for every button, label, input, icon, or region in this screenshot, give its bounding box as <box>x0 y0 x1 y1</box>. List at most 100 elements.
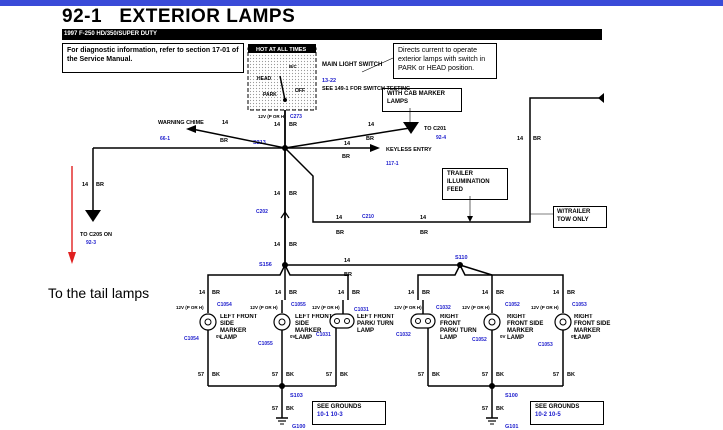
c205-arrow <box>85 210 101 222</box>
drop-gauge-6: 14 <box>553 290 560 296</box>
lamp-4-name: RIGHT FRONT PARK/ TURN LAMP <box>440 314 477 341</box>
feed-gauge-top: 14 <box>274 122 281 128</box>
switch-ref: 13-22 <box>322 78 336 84</box>
feed-gauge-low: 14 <box>274 242 281 248</box>
lamp-3-conn-top: C1031 <box>354 307 369 313</box>
see-grounds-left-refs: 10-1 10-3 <box>317 412 343 418</box>
lamp-1-name: LEFT FRONT SIDE MARKER LAMP <box>220 314 258 341</box>
keyless-color: BR <box>342 154 350 160</box>
trailer-color-1: BR <box>336 230 344 236</box>
lamp-drop-labels: 14 BR 14 BR 14 BR 14 BR 14 BR 14 BR <box>199 290 575 296</box>
feed-gauge-mid: 14 <box>274 191 281 197</box>
c210-label: C210 <box>362 214 374 220</box>
right-bus-center <box>459 264 493 276</box>
switch-pos-head: HEAD <box>257 76 272 82</box>
lamp-4-bulb <box>410 313 436 329</box>
lamp-6: 12V (P OR H) C1053 C1053 0V RIGHT FRONT … <box>531 300 611 386</box>
lamp-1-conn-top: C1054 <box>217 302 232 308</box>
directs-leader <box>361 57 394 73</box>
trailer-tow-note-text: W/TRAILER TOW ONLY <box>557 209 591 223</box>
warning-chime-arrow <box>186 125 196 133</box>
switch-pos-bc: B/C <box>289 64 298 69</box>
lamp-3-conn-bottom: C1031 <box>316 332 331 338</box>
model-label: 1997 F-250 HD/350/SUPER DUTY <box>64 31 158 37</box>
warning-chime-label: WARNING CHIME <box>158 120 204 126</box>
lamp-3-pin: 12V (P OR H) <box>312 305 340 310</box>
warning-chime-color: BR <box>220 138 228 144</box>
see-grounds-left-label: SEE GROUNDS <box>317 404 362 410</box>
c201-ref: 92-4 <box>436 135 446 141</box>
lamp-5-0v: 0V <box>500 334 506 339</box>
lamp-4: 12V (P OR H) C1032 C1032 RIGHT FRONT PAR… <box>394 300 477 386</box>
warning-chime-wire <box>191 128 286 149</box>
lamp-2-name: LEFT FRONT SIDE MARKER LAMP <box>295 314 333 341</box>
lamp-2-0v: 0V <box>290 334 296 339</box>
drop-gauge-1: 14 <box>199 290 206 296</box>
switch-connector-label: C273 <box>290 114 302 120</box>
gnd-color-2: BK <box>286 372 294 378</box>
lamp-3: 12V (P OR H) C1031 C1031 LEFT FRONT PARK… <box>312 300 395 386</box>
drop-gauge-2: 14 <box>275 290 282 296</box>
drop-gauge-4: 14 <box>408 290 415 296</box>
ground-icon <box>276 417 288 425</box>
lamp-5-conn-top: C1052 <box>505 302 520 308</box>
trailer-color-2: BR <box>420 230 428 236</box>
ground-wire-labels: 57 BK 57 BK 57 BK 57 BK 57 BK 57 BK <box>198 372 575 378</box>
gnd-gauge-1: 57 <box>198 372 204 378</box>
drop-color-6: BR <box>567 290 575 296</box>
lamp-6-0v: 0V <box>571 334 577 339</box>
feed-color-top: BR <box>289 122 297 128</box>
lamp-5-name: RIGHT FRONT SIDE MARKER LAMP <box>507 314 544 341</box>
warning-chime-ref: 66-1 <box>160 136 170 142</box>
switch-name: MAIN LIGHT SWITCH <box>322 62 382 68</box>
drop-color-1: BR <box>212 290 220 296</box>
diagnostic-note-text: For diagnostic information, refer to sec… <box>67 47 239 63</box>
right-ground-color: BK <box>496 406 504 412</box>
gnd-color-6: BK <box>567 372 575 378</box>
lamp-3-name: LEFT FRONT PARK/ TURN LAMP <box>357 314 395 334</box>
lamp-3-bulb <box>329 313 355 329</box>
c202-connector <box>280 210 290 219</box>
lamp-5-bulb <box>483 313 501 331</box>
lamp-6-name: RIGHT FRONT SIDE MARKER LAMP <box>574 314 611 341</box>
c202-label: C202 <box>256 209 268 215</box>
lamp-5-pin: 12V (P OR H) <box>462 305 490 310</box>
right-bus-gauge: 14 <box>344 258 351 264</box>
lamp-6-pin: 12V (P OR H) <box>531 305 559 310</box>
trailer-feed-wire <box>284 97 600 223</box>
switch-see: SEE 149-1 FOR SWITCH TESTING <box>322 86 410 92</box>
left-ground-gauge: 57 <box>272 406 278 412</box>
directs-note-text: Directs current to operate exterior lamp… <box>398 47 486 72</box>
warning-chime-gauge: 14 <box>222 120 229 126</box>
right-bus <box>417 263 564 300</box>
switch-pin-label: 12V (P OR H) <box>258 114 286 119</box>
keyless-gauge: 14 <box>344 141 351 147</box>
lamp-1-pin: 12V (P OR H) <box>176 305 204 310</box>
page-title: 92-1 EXTERIOR LAMPS <box>62 6 296 27</box>
trailer-color-3: BR <box>533 136 541 142</box>
trailer-gauge-3: 14 <box>517 136 524 142</box>
gnd-gauge-2: 57 <box>272 372 278 378</box>
lamp-3-filament-b <box>344 318 350 324</box>
lamp-2-conn-bottom: C1055 <box>258 341 273 347</box>
lamp-2: 12V (P OR H) C1055 C1055 0V LEFT FRONT S… <box>250 300 333 386</box>
lamp-6-conn-top: C1053 <box>572 302 587 308</box>
keyless-ref: 117-1 <box>386 161 399 167</box>
drop-color-2: BR <box>289 290 297 296</box>
c201-arrow <box>403 122 419 134</box>
c201-label: TO C201 <box>424 126 446 132</box>
drop-gauge-3: 14 <box>338 290 345 296</box>
cab-marker-note: WITH CAB MARKER LAMPS <box>382 88 462 112</box>
keyless-arrow <box>370 144 380 152</box>
lamp-5: 12V (P OR H) C1052 C1052 0V RIGHT FRONT … <box>462 300 544 386</box>
s100-label: S100 <box>505 393 518 399</box>
gnd-gauge-6: 57 <box>553 372 559 378</box>
feed-color-mid: BR <box>289 191 297 197</box>
lamp-2-pin: 12V (P OR H) <box>250 305 278 310</box>
s103-label: S103 <box>290 393 303 399</box>
cab-marker-note-text: WITH CAB MARKER LAMPS <box>387 91 445 105</box>
c205-ref: 92-3 <box>86 240 96 246</box>
switch-pos-park: PARK <box>263 92 277 98</box>
lamp-1-0v: 0V <box>216 334 222 339</box>
